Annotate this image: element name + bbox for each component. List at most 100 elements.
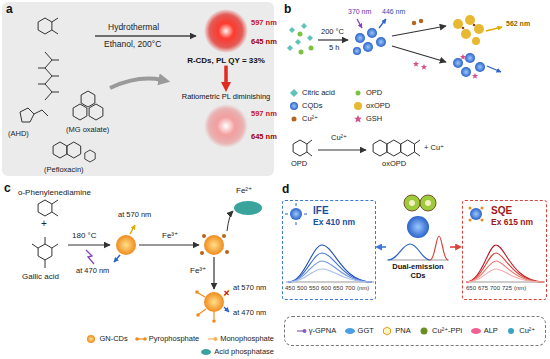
compound-name: o-Phenylenediamine [18,188,91,197]
reaction-arrow [139,244,199,245]
wavelength-label: 446 nm [382,8,405,16]
legend-sample [295,326,307,336]
legend-item: Acid phosphatase [200,347,274,357]
panel-letter: d [282,183,289,197]
legend-sample [470,326,482,336]
legend-text: GGT [358,327,374,336]
emission-glow: Ratiometric PL diminishing [174,92,278,151]
reaction-arrow [95,35,196,37]
oxopd-structure [373,140,387,156]
carbon-dot-shape [386,214,450,262]
oxopd-dot [453,19,463,29]
legend-sample [352,88,364,98]
emission-arrow [487,66,501,72]
emission-glow: R-CDs, PL QY = 33% [174,6,278,66]
citric-acid [295,39,301,45]
legend-item: Citric acid [288,88,352,98]
legend-text: Monophosphate [220,335,274,344]
condition-label: 180 °C [72,231,97,240]
pyrophosphate [196,313,200,317]
excitation-arrow [357,19,362,28]
legend-sample [288,114,300,124]
sample-shape [290,102,298,110]
ion-label: + Cu⁺ [424,144,444,153]
legend-item: GSH [352,114,416,124]
legend-box: γ-GPNAGGTPNACu²⁺-PPiALPCu²⁺ [284,316,546,346]
legend-item: Cu²⁺ [505,326,535,336]
axis-tick: 550 [309,285,319,292]
kiwi-slice [404,195,420,211]
gsh-star [460,54,466,60]
kiwi-slice [420,195,436,211]
cqd-dot [453,58,463,68]
sample-shape [201,349,211,355]
pyrophosphate [212,319,216,323]
oxopd-dot [465,15,475,25]
legend-item: GGT [344,326,374,336]
wavelength-label: 597 nm [251,110,277,119]
plus-sign: + [41,218,47,230]
spectrum-curve [288,253,372,282]
legend-text: GN-CDs [99,335,127,344]
axis-tick: 725 [502,285,512,292]
amine-bond [52,200,58,216]
legend-sample [352,101,364,111]
oxopd-structure [401,140,415,156]
connector-arrow [379,246,386,248]
citric-acid [287,45,293,51]
reaction-arrow [227,211,233,231]
emission-arrow [379,19,386,28]
ion-label: Fe³⁺ [162,231,178,240]
wavelength-label: at 470 nm [76,267,109,276]
wavelength-label: at 470 nm [233,309,266,318]
legend-sample [288,88,300,98]
panel-letter: b [284,3,291,17]
legend-sample [206,334,218,344]
opd-molecule [298,32,303,37]
opd-structure [38,18,52,34]
ion-label: Cu²⁺ [331,134,347,143]
pefloxacin-structure [67,142,81,158]
iron-ion [225,250,229,254]
cqd-dot [376,37,386,47]
cd-icon [481,219,484,222]
iron-ion [200,251,204,255]
cd-icon [285,203,307,225]
gn-cd-dot [116,235,136,255]
citric-acid [289,27,295,33]
sample-shape [471,328,481,334]
node-text: R-CDs, PL QY = 33% [174,56,278,66]
amine-bond [52,18,58,34]
emission-arrow [130,225,135,234]
axis-tick: 700 [490,285,500,292]
sample-shape [354,115,362,123]
gallic-acid-structure [38,244,52,260]
axis-tick: 675 [478,285,488,292]
axis-tick: 650 [466,285,476,292]
spectrum-axis [387,260,449,261]
condition-label: Ethanol, 200°C [104,40,161,50]
reaction-arrow [68,244,110,245]
copper-ion [462,27,465,30]
wavelength-label: 597 nm [251,19,277,28]
reaction-arrow [392,26,446,36]
legend-item: γ-GPNA [295,326,337,336]
legend-item: Cu²⁺ [288,114,352,124]
sample-shape [143,337,147,341]
panel-background [2,2,274,176]
legend-text: oxOPD [366,102,390,111]
emission-arrow [224,307,229,312]
legend-text: CQDs [302,102,322,111]
legend-sample [381,326,393,336]
ion-label: Fe²⁺ [236,186,252,195]
wavelength-label: at 570 nm [118,211,151,220]
copper-ion [412,21,416,25]
legend-sample [344,326,356,336]
wavelength-label: 370 nm [348,8,371,16]
opd-structure [38,200,52,216]
sample-shape [384,327,391,335]
sample-shape [356,91,361,96]
glow-shape [174,101,278,151]
